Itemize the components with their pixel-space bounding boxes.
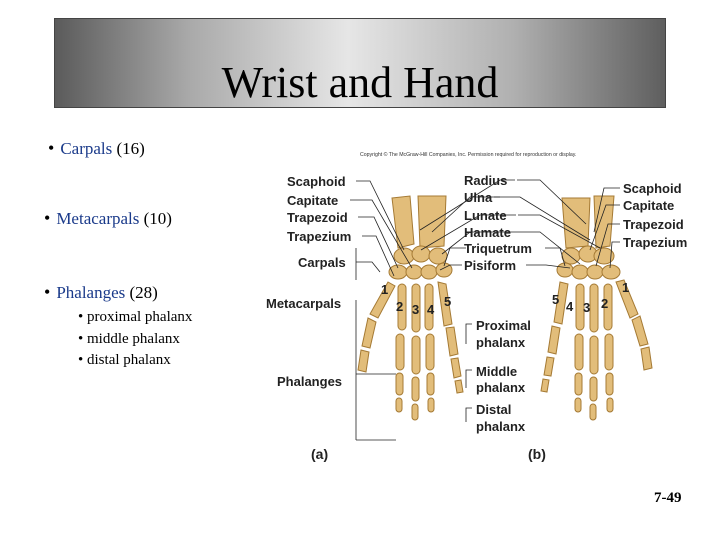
slide-title: Wrist and Hand (221, 58, 499, 107)
digit-number-a-1: 1 (381, 282, 388, 297)
label-trapezoid-right: Trapezoid (623, 217, 684, 232)
leader-lines (350, 179, 620, 441)
sub-bullet-distal: • distal phalanx (78, 352, 171, 368)
digit-number-a-2: 2 (396, 299, 403, 314)
digit-number-b-3: 3 (583, 300, 590, 315)
sub-bullet-text: proximal phalanx (87, 309, 193, 325)
bullet-metacarpals: • Metacarpals (10) (44, 208, 172, 229)
label-lunate: Lunate (464, 208, 507, 223)
bullet-dot: • (44, 282, 51, 302)
label-distal-phalanx-2: phalanx (476, 419, 526, 434)
bullet-carpals: • Carpals (16) (48, 138, 145, 159)
label-metacarpals-group: Metacarpals (266, 296, 341, 311)
label-radius: Radius (464, 173, 507, 188)
label-hamate: Hamate (464, 225, 511, 240)
digit-number-b-5: 5 (552, 292, 559, 307)
digit-number-a-4: 4 (427, 302, 435, 317)
label-middle-phalanx-2: phalanx (476, 380, 526, 395)
title-bar: Wrist and Hand (54, 18, 666, 108)
label-trapezoid-left: Trapezoid (287, 210, 348, 225)
label-scaphoid-right: Scaphoid (623, 181, 682, 196)
copyright-notice: Copyright © The McGraw-Hill Companies, I… (360, 151, 576, 158)
digit-number-a-5: 5 (444, 294, 451, 309)
digit-number-b-2: 2 (601, 296, 608, 311)
bullet-count: (28) (129, 283, 158, 302)
hand-b-illustration (540, 195, 653, 421)
bullet-count: (16) (116, 139, 145, 158)
sub-bullet-text: middle phalanx (87, 331, 180, 347)
panel-label-a: (a) (311, 446, 328, 462)
bullet-term: Metacarpals (56, 209, 140, 228)
digit-number-b-4: 4 (566, 299, 574, 314)
label-trapezium-left: Trapezium (287, 229, 351, 244)
bullet-term: Phalanges (56, 283, 126, 302)
bullet-phalanges: • Phalanges (28) (44, 282, 158, 303)
sub-bullet-proximal: • proximal phalanx (78, 309, 193, 325)
label-pisiform: Pisiform (464, 258, 516, 273)
bullet-dot: • (44, 208, 51, 228)
bullet-count: (10) (143, 209, 172, 228)
slide-number: 7-49 (654, 490, 682, 506)
label-ulna: Ulna (464, 190, 493, 205)
label-capitate-right: Capitate (623, 198, 674, 213)
label-capitate-left: Capitate (287, 193, 338, 208)
label-phalanges-group: Phalanges (277, 374, 342, 389)
digit-number-a-3: 3 (412, 302, 419, 317)
label-middle-phalanx-1: Middle (476, 364, 517, 379)
bullet-dot: • (48, 138, 55, 158)
label-triquetrum: Triquetrum (464, 241, 532, 256)
label-proximal-phalanx-1: Proximal (476, 318, 531, 333)
bullet-term: Carpals (60, 139, 113, 158)
label-scaphoid-left: Scaphoid (287, 174, 346, 189)
label-proximal-phalanx-2: phalanx (476, 335, 526, 350)
label-trapezium-right: Trapezium (623, 235, 687, 250)
digit-number-b-1: 1 (622, 280, 629, 295)
sub-bullet-middle: • middle phalanx (78, 331, 180, 347)
panel-label-b: (b) (528, 446, 546, 462)
hand-a-illustration (357, 195, 464, 421)
label-distal-phalanx-1: Distal (476, 402, 511, 417)
label-carpals-group: Carpals (298, 255, 346, 270)
sub-bullet-text: distal phalanx (87, 352, 171, 368)
